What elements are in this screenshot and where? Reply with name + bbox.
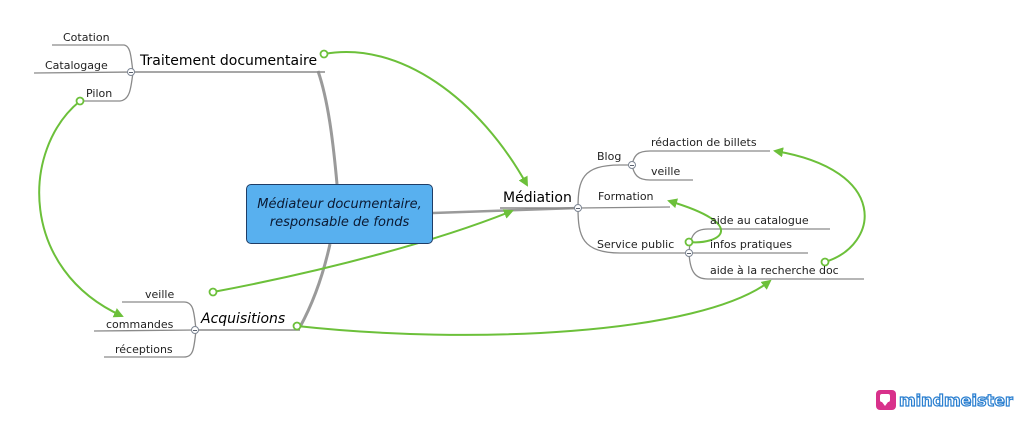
node-blog[interactable]: Blog (597, 150, 622, 163)
link-start-handle (684, 237, 694, 247)
link-start-handle (319, 49, 329, 59)
edge-blog (577, 164, 632, 209)
edge-redaction (631, 150, 770, 166)
node-cotation[interactable]: Cotation (63, 31, 110, 44)
node-aide-a-la-recherche-doc[interactable]: aide à la recherche doc (710, 264, 839, 277)
mindmeister-logo-icon (876, 390, 896, 410)
link-recherche-redaction (773, 147, 866, 263)
node-redaction-de-billets[interactable]: rédaction de billets (651, 136, 757, 149)
node-acq-veille[interactable]: veille (145, 288, 175, 301)
node-mediation[interactable]: Médiation (503, 190, 572, 206)
node-service-public[interactable]: Service public (597, 238, 675, 251)
link-start-handle (292, 321, 302, 331)
edge-service-public (577, 207, 689, 254)
link-acquisitions-recherche (296, 279, 772, 336)
collapse-toggle-acquisitions[interactable] (191, 326, 199, 334)
link-start-handle (208, 287, 218, 297)
edge-pilon (80, 71, 134, 102)
link-service-public-formation (667, 198, 723, 244)
link-pilon-commandes (38, 100, 124, 318)
link-veille-mediation (212, 209, 514, 293)
node-aide-au-catalogue[interactable]: aide au catalogue (710, 214, 809, 227)
node-infos-pratiques[interactable]: infos pratiques (710, 238, 792, 251)
edge-catalogage (33, 71, 134, 74)
edge-acq-veille (122, 301, 197, 331)
mindmeister-logo[interactable]: mindmeister (876, 389, 1014, 411)
node-catalogage[interactable]: Catalogage (45, 59, 108, 72)
node-pilon[interactable]: Pilon (86, 87, 113, 100)
edge-cotation (52, 44, 134, 73)
edge-acq-commandes (93, 329, 197, 332)
node-traitement-documentaire[interactable]: Traitement documentaire (140, 53, 318, 69)
link-start-handle (820, 257, 830, 267)
collapse-toggle-traitement[interactable] (127, 68, 135, 76)
collapse-toggle-mediation[interactable] (574, 204, 582, 212)
branch-edge-traitement (316, 70, 339, 185)
node-blog-veille[interactable]: veille (651, 165, 681, 178)
edge-aide-recherche (688, 252, 864, 280)
link-start-handle (75, 96, 85, 106)
collapse-toggle-service-public[interactable] (685, 249, 693, 257)
edge-acq-receptions (104, 329, 197, 358)
link-traitement-mediation (323, 51, 528, 187)
node-receptions[interactable]: réceptions (115, 343, 173, 356)
node-acquisitions[interactable]: Acquisitions (201, 311, 286, 327)
collapse-toggle-blog[interactable] (628, 161, 636, 169)
root-node-line2: responsable de fonds (269, 215, 410, 230)
mindmeister-wordmark: mindmeister (898, 390, 1013, 410)
edge-aide-catalogue (688, 228, 830, 254)
root-node-line1: Médiateur documentaire, (257, 197, 422, 212)
edge-formation (577, 206, 671, 209)
node-commandes[interactable]: commandes (106, 318, 174, 331)
root-node[interactable]: Médiateur documentaire, responsable de f… (246, 184, 433, 244)
branch-edge-acquisitions (298, 243, 332, 328)
node-formation[interactable]: Formation (598, 190, 654, 203)
